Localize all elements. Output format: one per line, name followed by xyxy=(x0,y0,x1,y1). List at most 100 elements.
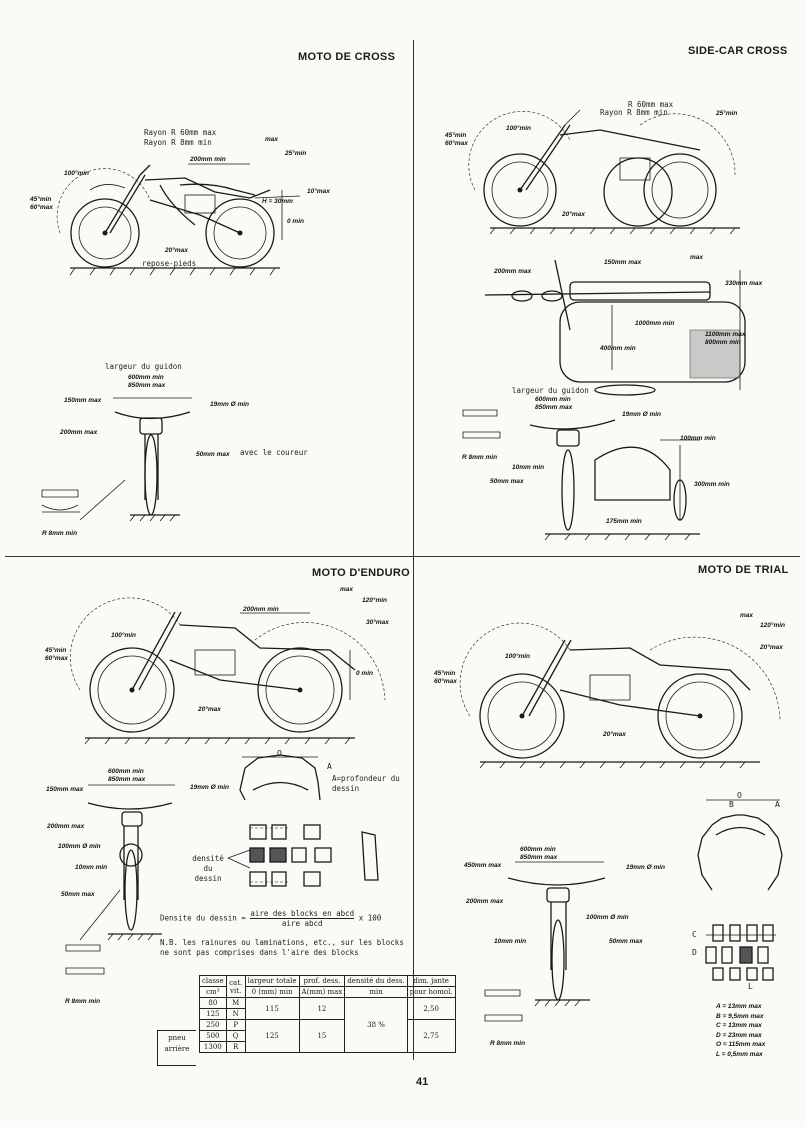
sidecar-l1100: 1100mm max xyxy=(705,331,746,338)
trial-legend: A = 13mm max B = 9,5mm max C = 13mm max … xyxy=(716,1002,765,1059)
trial-c50: 50mm max xyxy=(609,938,643,945)
trial-max: max xyxy=(740,612,754,619)
enduro-a60: 60°max xyxy=(45,655,68,662)
cross-a100: 100°min xyxy=(64,170,90,177)
trial-c100: 100mm Ø min xyxy=(586,914,629,921)
sidecar-rayon2: Rayon R 8mm min xyxy=(600,108,668,117)
cross-title: MOTO DE CROSS xyxy=(298,51,396,63)
sidecar-w330: 330mm max xyxy=(725,280,763,287)
enduro-max: max xyxy=(340,586,354,593)
sidecar-l1000: 1000mm min xyxy=(635,320,675,327)
table-cell: 38 % xyxy=(344,997,408,1053)
legend-item: A = 13mm max xyxy=(716,1003,762,1010)
trial-tyre-b: B xyxy=(729,800,734,809)
trial-tyre-l: L xyxy=(748,982,753,991)
trial-a20top: 20°max xyxy=(760,644,783,651)
sidecar-a100: 100°min xyxy=(506,125,532,132)
table-cell: 500 xyxy=(199,1030,227,1042)
sidecar-a20: 20°max xyxy=(562,211,585,218)
trial-tyre-c: C xyxy=(692,930,697,939)
table-cell: N xyxy=(225,1008,246,1020)
cross-zero: 0 min xyxy=(287,218,304,225)
table-header-row: classe cat. vit. largeur totale prof. de… xyxy=(157,975,456,998)
trial-tyre-o: O xyxy=(737,791,742,800)
trial-a100: 100°min xyxy=(505,653,531,660)
table-cell: Q xyxy=(225,1030,246,1042)
sidecar-side-view-drawing xyxy=(468,109,740,235)
cross-rayon1: Rayon R 60mm max xyxy=(144,128,217,137)
sidecar-rayon1: R 60mm max xyxy=(628,100,674,109)
sidecar-g600: 600mm min xyxy=(535,396,571,403)
enduro-c19: 19mm Ø min xyxy=(190,784,230,791)
enduro-tyre-o: O xyxy=(277,749,282,758)
enduro-side-view-drawing xyxy=(70,597,386,745)
enduro-a45: 45°min xyxy=(45,647,67,654)
sidecar-a25: 25°min xyxy=(716,110,738,117)
sidecar-g19: 19mm Ø min xyxy=(622,411,662,418)
formula-fraction: aire des blocks en abcd aire abcd xyxy=(250,909,355,928)
cross-c19: 19mm Ø min xyxy=(210,401,250,408)
sidecar-w200: 200mm max xyxy=(494,268,532,275)
enduro-a30: 30°max xyxy=(366,619,389,626)
tyre-spec-table: classe cat. vit. largeur totale prof. de… xyxy=(157,975,456,1053)
vertical-divider xyxy=(413,40,414,1060)
legend-item: L = 0,5mm max xyxy=(716,1050,763,1058)
formula-left: Densite du dessin = xyxy=(160,913,251,923)
cross-side-view-drawing xyxy=(56,163,301,276)
cross-coureur: avec le coureur xyxy=(240,448,308,457)
sidecar-r8: R 8mm min xyxy=(462,454,498,461)
formula-right: x 100 xyxy=(358,913,382,923)
sidecar-a60: 60°max xyxy=(445,140,468,147)
table-cell: 125 xyxy=(199,1008,227,1020)
enduro-c10: 10mm min xyxy=(75,864,108,871)
enduro-c200: 200mm max xyxy=(47,823,85,830)
enduro-nb: N.B. les rainures ou laminations, etc., … xyxy=(160,938,404,957)
cross-c150: 150mm max xyxy=(64,397,102,404)
formula-denominator: aire abcd xyxy=(281,919,323,928)
cross-largeur: largeur du guidon xyxy=(105,362,182,371)
trial-a120: 120°min xyxy=(760,622,786,629)
enduro-tyre-a: A xyxy=(327,762,332,771)
trial-side-view-drawing xyxy=(459,622,781,769)
trial-a60: 60°max xyxy=(434,678,457,685)
table-cell: 125 xyxy=(244,1019,300,1053)
enduro-formula: Densite du dessin = aire des blocks en a… xyxy=(160,909,381,928)
enduro-r8: R 8mm min xyxy=(65,998,101,1005)
trial-c450: 450mm max xyxy=(464,862,502,869)
trial-a45: 45°min xyxy=(434,670,456,677)
cross-g850: 850mm max xyxy=(128,382,166,389)
trial-c10: 10mm min xyxy=(494,938,527,945)
cross-w200: 200mm min xyxy=(190,156,226,163)
trial-tyre-a: A xyxy=(775,800,780,809)
enduro-profondeur: A=profondeur du dessin xyxy=(332,774,400,793)
page-number: 41 xyxy=(416,1076,429,1088)
sidecar-largeur: largeur du guidon xyxy=(512,386,589,395)
enduro-front-view-drawing xyxy=(65,754,379,975)
sidecar-m175: 175mm min xyxy=(606,518,642,525)
cross-r8: R 8mm min xyxy=(42,530,78,537)
trial-c19: 19mm Ø min xyxy=(626,864,666,871)
cross-a25: 25°min xyxy=(285,150,307,157)
sidecar-g100: 100mm min xyxy=(680,435,716,442)
table-row: 250 P 125 15 2,75 xyxy=(157,1019,456,1053)
sidecar-a45: 45°min xyxy=(445,132,467,139)
enduro-a100: 100°min xyxy=(111,632,137,639)
table-header: largeur totale xyxy=(244,975,300,987)
table-row: 1300 R xyxy=(157,1041,455,1053)
enduro-c100: 100mm Ø min xyxy=(58,843,101,850)
sidecar-l800: 800mm min xyxy=(705,339,741,346)
enduro-a120: 120°min xyxy=(362,597,388,604)
sidecar-max: max xyxy=(690,254,704,261)
cross-a45: 45°min xyxy=(30,196,52,203)
trial-c200: 200mm max xyxy=(466,898,504,905)
sidecar-m300: 300mm min xyxy=(694,481,730,488)
enduro-w200: 200mm min xyxy=(243,606,279,613)
table-row-label: pneu arrière xyxy=(157,1030,196,1066)
cross-max: max xyxy=(265,136,279,143)
cross-a10: 10°max xyxy=(307,188,330,195)
cross-c50: 50mm max xyxy=(196,451,230,458)
table-cell: 1300 xyxy=(199,1041,227,1053)
cross-repose: repose-pieds xyxy=(142,259,197,268)
trial-g850: 850mm max xyxy=(520,854,558,861)
enduro-title: MOTO D'ENDURO xyxy=(312,567,410,579)
